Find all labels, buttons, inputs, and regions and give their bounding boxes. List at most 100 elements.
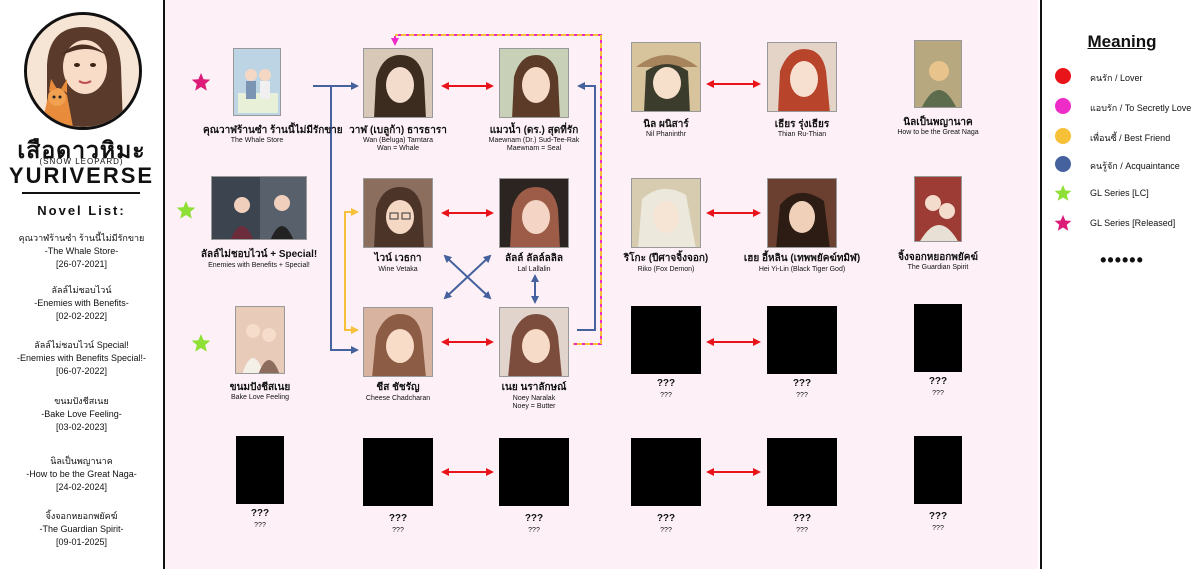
character-name-thai: ลัลล์ ลัลล์ลลิล: [505, 253, 563, 264]
unknown-card[interactable]: ??? ???: [767, 306, 837, 399]
novel-en: -How to be the Great Naga-: [26, 469, 137, 479]
lc-star-icon: [176, 201, 196, 219]
book-cover: [235, 306, 285, 374]
acquaintance-arrow: [577, 82, 596, 331]
unknown-portrait: [631, 306, 701, 374]
unknown-card[interactable]: ??? ???: [236, 436, 284, 529]
character-card[interactable]: วาฬ (เบลูก้า) ธารธารา Wan (Beluga) Tarnt…: [349, 48, 447, 152]
character-name-thai: ชีส ชัชรัญ: [376, 382, 420, 393]
novel-item: ลัลล์ไม่ชอบไวน์ Special! -Enemies with B…: [0, 339, 163, 378]
character-note: Wan = Whale: [377, 145, 419, 152]
character-portrait: [363, 48, 433, 118]
legend-label: เพื่อนซี้ / Best Friend: [1090, 133, 1171, 143]
unknown-name: ???: [656, 378, 676, 389]
brand-subtitle: (SNOW LEOPARD): [39, 157, 124, 166]
book-card[interactable]: คุณวาฬร้านซำ ร้านนี้ไม่มีรักขาย The Whal…: [203, 48, 343, 144]
novel-thai: คุณวาฬร้านซำ ร้านนี้ไม่มีรักขาย: [18, 233, 145, 243]
character-card[interactable]: ไวน์ เวธกา Wine Vetaka: [363, 178, 433, 273]
unknown-name: ???: [656, 513, 676, 524]
unknown-name: ???: [928, 511, 948, 522]
book-title-en: How to be the Great Naga: [897, 129, 979, 136]
novel-date: [09-01-2025]: [55, 537, 108, 547]
novel-thai: ลัลล์ไม่ชอบไวน์ Special!: [34, 340, 129, 350]
book-card[interactable]: ลัลล์ไม่ชอบไวน์ + Special! Enemies with …: [201, 176, 317, 269]
unknown-name: ???: [792, 513, 812, 524]
unknown-card[interactable]: ??? ???: [499, 438, 569, 534]
acquaintance-dot-icon: [1055, 156, 1071, 172]
unknown-portrait: [914, 436, 962, 504]
character-name-en: Hei Yi-Lin (Black Tiger God): [758, 266, 846, 273]
released-star-icon: [1054, 214, 1072, 231]
portrait-icon: [500, 179, 568, 247]
book-cover: [211, 176, 307, 240]
portrait-icon: [500, 308, 568, 376]
character-portrait: [363, 307, 433, 377]
portrait-icon: [768, 43, 836, 111]
novel-thai: ลัลล์ไม่ชอบไวน์: [51, 285, 112, 295]
book-title-en: The Guardian Spirit: [907, 264, 969, 271]
character-portrait: [499, 307, 569, 377]
unknown-card[interactable]: ??? ???: [363, 438, 433, 534]
book-cover-icon: [915, 41, 961, 107]
character-card[interactable]: ริโกะ (ปีศาจจิ้งจอก) Riko (Fox Demon): [624, 178, 708, 273]
avatar: [24, 12, 142, 130]
legend-panel: Meaning คนรัก / Lover แอบรัก / To Secret…: [1040, 0, 1200, 569]
character-portrait: [363, 178, 433, 248]
unknown-card[interactable]: ??? ???: [914, 304, 962, 397]
character-name-en: Maewnam (Dr.) Sud-Tee-Rak: [488, 137, 580, 144]
character-card[interactable]: เธียร รุ่งเธียร Thian Ru-Thian: [767, 42, 837, 138]
unknown-card[interactable]: ??? ???: [631, 438, 701, 534]
character-card[interactable]: เฮย อี้หลิน (เทพพยัคฆ์ทมิฬ) Hei Yi-Lin (…: [744, 178, 860, 273]
character-name-en: Cheese Chadcharan: [365, 395, 431, 402]
unknown-name: ???: [524, 513, 544, 524]
brand-title: YURIVERSE: [8, 163, 155, 188]
legend-label: GL Series [Released]: [1090, 218, 1176, 228]
portrait-icon: [364, 179, 432, 247]
unknown-portrait: [631, 438, 701, 506]
book-title-thai: ลัลล์ไม่ชอบไวน์ + Special!: [200, 249, 318, 260]
unknown-portrait: [767, 306, 837, 374]
book-title-thai: นิลเป็นพญานาค: [903, 117, 973, 128]
character-portrait: [499, 48, 569, 118]
bestfriend-arrow: [344, 208, 359, 334]
novel-list-title: Novel List:: [37, 203, 126, 218]
unknown-sub: ???: [254, 522, 266, 529]
character-name-thai: เธียร รุ่งเธียร: [774, 119, 830, 130]
lover-dot-icon: [1055, 68, 1071, 84]
character-name-en: Wan (Beluga) Tarntara: [362, 137, 434, 144]
unknown-card[interactable]: ??? ???: [767, 438, 837, 534]
character-card[interactable]: เนย นราลักษณ์ Noey Naralak Noey = Butter: [499, 307, 569, 410]
unknown-name: ???: [792, 378, 812, 389]
novel-item: ลัลล์ไม่ชอบไวน์ -Enemies with Benefits- …: [0, 284, 163, 323]
character-name-thai: ริโกะ (ปีศาจจิ้งจอก): [623, 253, 709, 264]
character-name-thai: เนย นราลักษณ์: [501, 382, 567, 393]
unknown-card[interactable]: ??? ???: [914, 436, 962, 532]
book-card[interactable]: จิ้งจอกหยอกพยัคฆ์ The Guardian Spirit: [898, 176, 978, 271]
unknown-sub: ???: [932, 390, 944, 397]
portrait-icon: [364, 49, 432, 117]
character-name-thai: นิล ผนิสาร์: [643, 119, 689, 130]
character-card[interactable]: นิล ผนิสาร์ Nil Phaninthr: [631, 42, 701, 138]
book-card[interactable]: ขนมปังชีสเนย Bake Love Feeling: [230, 306, 290, 401]
brand-thai: เสือดาวหิมะ: [17, 137, 146, 163]
novel-item: จิ้งจอกหยอกพยัคฆ์ -The Guardian Spirit- …: [0, 510, 163, 549]
unknown-sub: ???: [660, 527, 672, 534]
unknown-sub: ???: [796, 527, 808, 534]
book-title-thai: ขนมปังชีสเนย: [229, 382, 291, 393]
book-title-thai: จิ้งจอกหยอกพยัคฆ์: [898, 252, 978, 263]
book-card[interactable]: นิลเป็นพญานาค How to be the Great Naga: [897, 40, 979, 136]
author-portrait-icon: [27, 15, 139, 127]
book-cover-icon: [234, 49, 280, 115]
character-card[interactable]: แมวน้ำ (ดร.) สุดที่รัก Maewnam (Dr.) Sud…: [489, 48, 579, 152]
character-portrait: [767, 42, 837, 112]
character-note: Maewnam = Seal: [506, 145, 562, 152]
unknown-card[interactable]: ??? ???: [631, 306, 701, 399]
unknown-name: ???: [250, 508, 270, 519]
character-name-thai: เฮย อี้หลิน (เทพพยัคฆ์ทมิฬ): [743, 253, 861, 264]
character-card[interactable]: ลัลล์ ลัลล์ลลิล Lal Lallalin: [499, 178, 569, 273]
character-name-en: Riko (Fox Demon): [637, 266, 695, 273]
novel-date: [02-02-2022]: [55, 311, 108, 321]
character-card[interactable]: ชีส ชัชรัญ Cheese Chadcharan: [363, 307, 433, 402]
novel-thai: นิลเป็นพญานาค: [50, 456, 113, 466]
portrait-icon: [768, 179, 836, 247]
